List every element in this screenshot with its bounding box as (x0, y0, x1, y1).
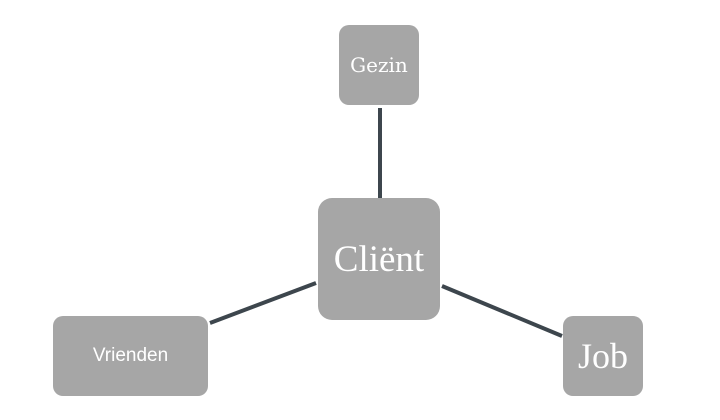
node-job[interactable]: Job (563, 316, 643, 396)
node-vrienden-label: Vrienden (92, 345, 169, 366)
node-client-label: Cliënt (333, 238, 425, 280)
node-vrienden[interactable]: Vrienden (53, 316, 208, 396)
connector-client-job (441, 284, 563, 338)
connector-client-vrienden (209, 281, 317, 325)
node-client[interactable]: Cliënt (318, 198, 440, 320)
node-gezin-label: Gezin (350, 53, 408, 77)
node-gezin[interactable]: Gezin (339, 25, 419, 105)
node-job-label: Job (577, 336, 628, 376)
